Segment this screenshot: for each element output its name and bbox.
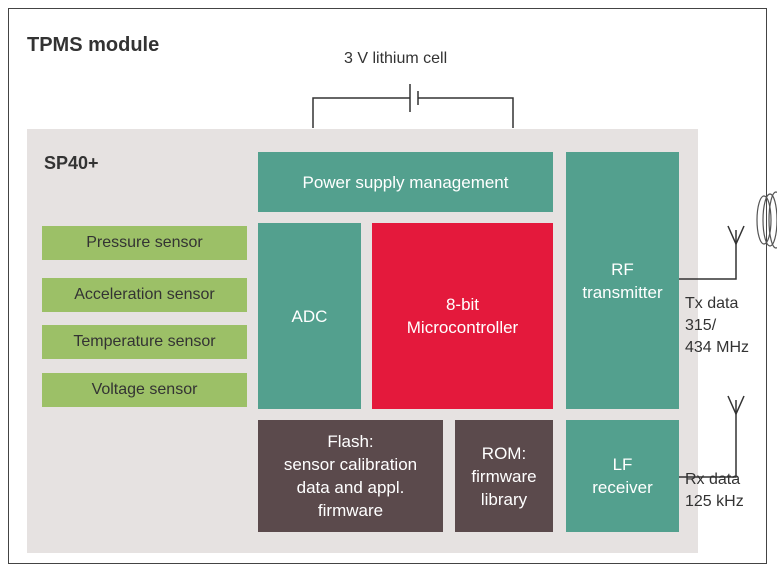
power-supply-label: Power supply management xyxy=(302,172,509,192)
voltage-sensor-label: Voltage sensor xyxy=(91,381,198,398)
temperature-sensor: Temperature sensor xyxy=(42,325,247,359)
temperature-sensor-label: Temperature sensor xyxy=(73,333,216,350)
microcontroller-block: 8-bit Microcontroller xyxy=(372,223,553,409)
rf-transmitter-label: RF transmitter xyxy=(582,259,663,302)
battery-label: 3 V lithium cell xyxy=(344,50,448,67)
module-title: TPMS module xyxy=(27,34,160,56)
rx-data-label: Rx data 125 kHz xyxy=(685,471,744,510)
flash-label: Flash: sensor calibration data and appl.… xyxy=(283,432,418,520)
acceleration-sensor: Acceleration sensor xyxy=(42,278,247,312)
lf-receiver-block: LF receiver xyxy=(566,420,679,532)
adc-label: ADC xyxy=(291,306,328,326)
pressure-sensor-label: Pressure sensor xyxy=(86,234,203,251)
lf-receiver-label: LF receiver xyxy=(592,455,653,497)
acceleration-sensor-label: Acceleration sensor xyxy=(74,286,215,303)
rf-transmitter-block: RF transmitter xyxy=(566,152,679,409)
rom-block: ROM: firmware library xyxy=(455,420,553,532)
adc-block: ADC xyxy=(258,223,361,409)
rom-label: ROM: firmware library xyxy=(471,443,537,509)
chip-name: SP40+ xyxy=(44,153,99,173)
microcontroller-label: 8-bit Microcontroller xyxy=(406,295,519,337)
pressure-sensor: Pressure sensor xyxy=(42,226,247,260)
voltage-sensor: Voltage sensor xyxy=(42,373,247,407)
power-supply-management: Power supply management xyxy=(258,152,553,212)
tx-data-label: Tx data 315/ 434 MHz xyxy=(685,295,750,356)
flash-block: Flash: sensor calibration data and appl.… xyxy=(258,420,443,532)
